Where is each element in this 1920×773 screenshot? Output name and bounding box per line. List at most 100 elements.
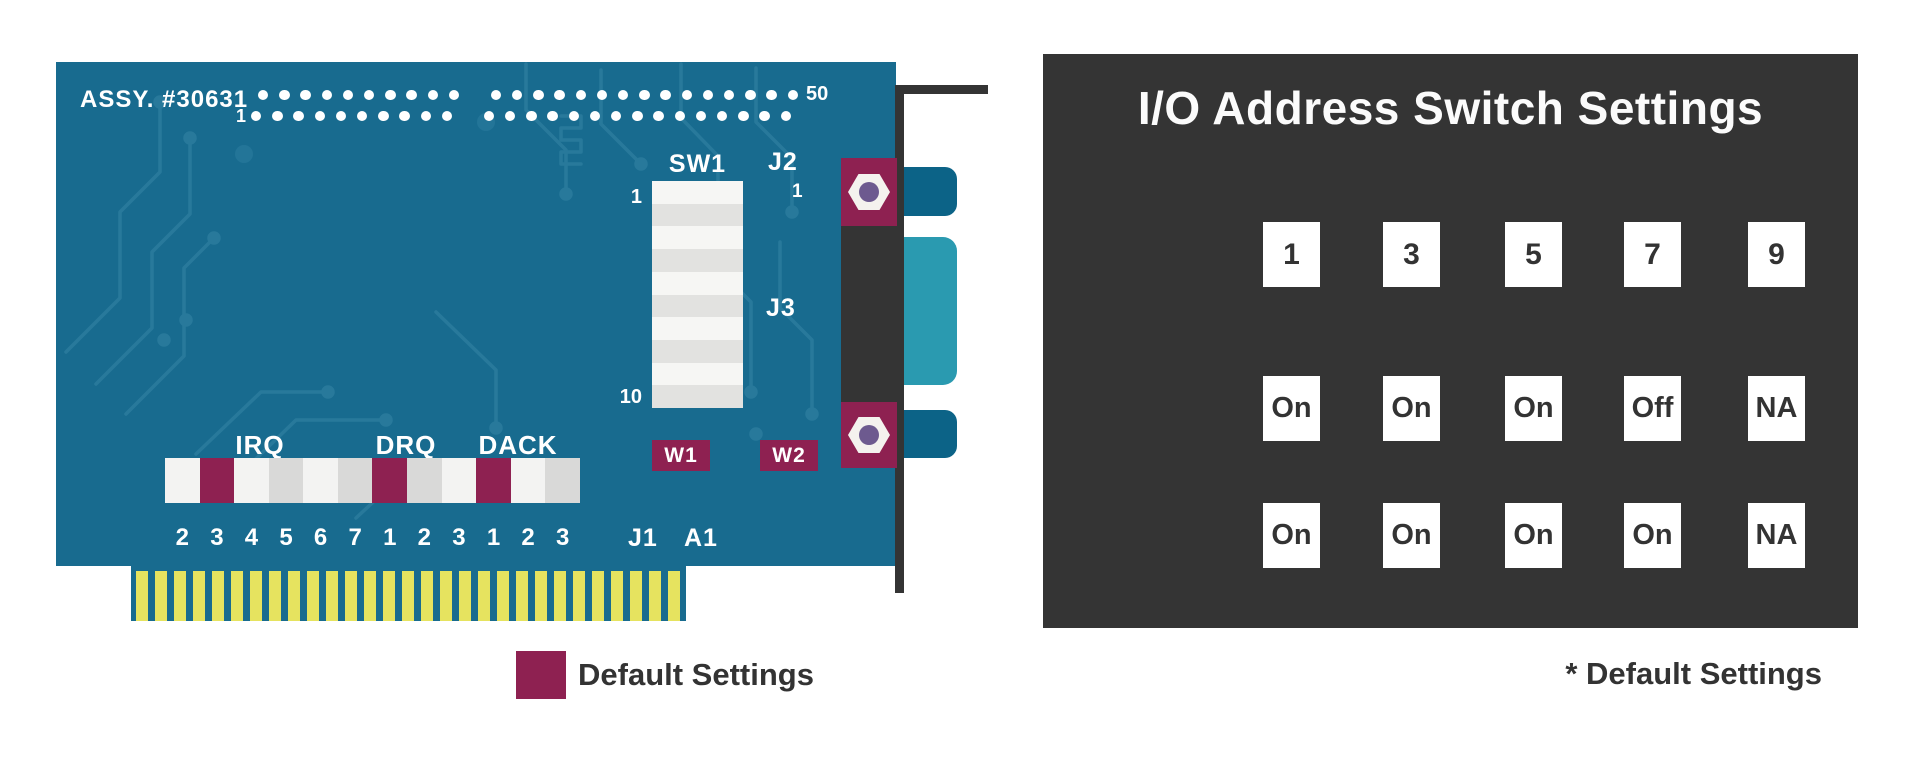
header-pin-dot [554,90,565,101]
header-pin-dot [342,90,354,101]
sw1-switch-segment [652,203,743,227]
header-pin-dot [427,90,438,101]
pin-50-label: 50 [806,83,829,105]
hex-nut-icon [848,417,890,453]
switch-setting-cell: NA [1748,376,1805,441]
mounting-bracket-flange [895,85,988,94]
jumper-pin-number: 3 [555,524,570,551]
header-pin-dot [618,90,629,101]
header-pin-dot [660,90,671,101]
pin-header-row-top [258,90,798,101]
jumper-segment-default [476,458,511,503]
header-pin-dot [272,111,283,122]
jumper-pin-number: 5 [279,524,293,551]
sw1-switch-segment [652,294,743,318]
header-pin-dot [448,90,460,101]
header-pin-dot [356,111,368,122]
switch-setting-cell: NA [1748,503,1805,568]
header-pin-dot [441,111,453,122]
header-pin-dot [674,111,685,122]
header-pin-dot [406,90,417,101]
pcb-board: ASSY. #30631 50 1 SW1 1 10 J2 1 J3 IRQ D… [56,62,896,566]
jumper-pin-number: 2 [417,524,432,551]
j1-connector-label: J1 [628,524,658,552]
edge-connector [131,566,686,621]
default-settings-label: Default Settings [578,657,814,692]
header-pin-dot [723,90,735,101]
sw1-pin1-label: 1 [630,186,642,208]
jumper-pin-number: 1 [383,524,397,551]
switch-setting-cell: On [1505,376,1562,441]
pin-header-row-bottom [251,111,791,122]
a1-connector-label: A1 [684,524,718,552]
switch-setting-cell: Off [1624,376,1681,441]
header-pin-dot [787,90,798,101]
jumper-pin-number: 1 [486,524,501,551]
header-pin-dot [596,90,608,101]
jumper-segment-open [303,458,338,503]
header-pin-dot [505,111,516,122]
j2-pin1-label: 1 [792,181,803,202]
sw1-pin10-label: 10 [619,386,642,408]
pin-1-label: 1 [235,106,246,126]
header-pin-dot [745,90,756,101]
rear-port-connector [904,237,957,385]
header-pin-dot [321,90,332,101]
jumper-segment-default [199,458,235,503]
jumper-pin-number: 3 [452,524,466,551]
header-pin-dot [279,90,290,101]
header-pin-dot [258,90,269,101]
header-pin-dot [611,111,622,122]
switch-setting-cell: On [1263,503,1320,568]
header-pin-dot [738,111,749,122]
jumper-pin-number: 3 [210,524,224,551]
assembly-number: ASSY. #30631 [80,86,249,113]
header-pin-dot [512,90,523,101]
switch-setting-cell: On [1383,503,1440,568]
header-pin-dot [780,111,791,122]
header-pin-dot [639,90,650,101]
switch-setting-cell: On [1505,503,1562,568]
header-pin-dot [589,111,601,122]
header-pin-dot [653,111,664,122]
dack-group-label: DACK [478,430,558,460]
header-pin-dot [575,90,587,101]
switch-number-label: 1 [1263,222,1320,287]
header-pin-dot [766,90,777,101]
header-pin-dot [378,111,389,122]
header-pin-dot [483,111,495,122]
header-pin-dot [681,90,692,101]
jumper-pin-number: 2 [175,524,189,551]
sw1-label: SW1 [668,150,727,178]
w2-jumper-tag: W2 [760,440,818,471]
jumper-segment-open [441,458,477,503]
gold-fingers [136,571,683,621]
jumper-segment-closed [407,458,442,503]
switch-number-label: 5 [1505,222,1562,287]
switch-setting-cell: On [1383,376,1440,441]
rear-connector-shell [841,226,904,402]
sw1-switch-segment [652,271,743,295]
panel-title: I/O Address Switch Settings [1137,82,1764,134]
header-pin-dot [399,111,410,122]
bracket-tab-bottom [904,410,957,458]
header-pin-dot [695,111,707,122]
header-pin-dot [533,90,544,101]
hex-nut-icon [848,174,890,210]
header-pin-dot [314,111,325,122]
header-pin-dot [547,111,558,122]
header-pin-dot [251,111,262,122]
header-pin-dot [702,90,714,101]
jumper-pin-number: 2 [521,524,535,551]
header-pin-dot [335,111,347,122]
jumper-segment-open [234,458,269,503]
jumper-block [165,458,580,503]
switch-number-label: 3 [1383,222,1440,287]
jumper-segment-open [165,458,200,503]
header-pin-dot [632,111,643,122]
j2-connector-label: J2 [768,148,798,176]
bracket-tab-top [904,167,957,216]
default-settings-swatch [516,651,566,699]
jumper-segment-closed [268,458,304,503]
